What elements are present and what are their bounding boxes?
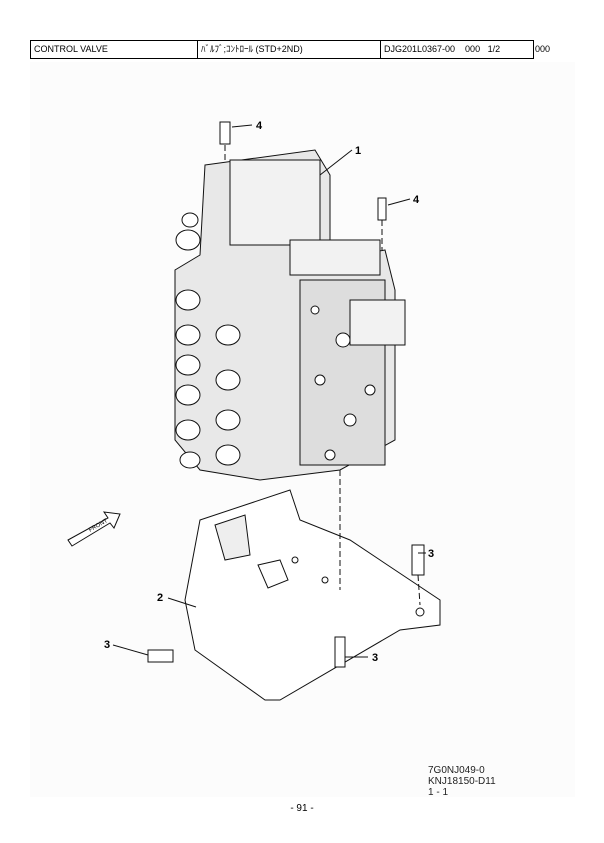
page-number: - 91 - — [290, 803, 314, 814]
drawing-reference: 7G0NJ049-0 KNJ18150-D11 1 - 1 — [428, 765, 496, 798]
part-name-jp: ﾊﾞﾙﾌﾞ;ｺﾝﾄﾛｰﾙ (STD+2ND) — [198, 41, 381, 58]
control-valve-assembly — [174, 121, 406, 481]
part-name-en: CONTROL VALVE — [31, 41, 198, 58]
callout-3c: 3 — [372, 652, 378, 664]
callout-3a: 3 — [428, 548, 434, 560]
ref-line: 7G0NJ049-0 — [428, 765, 485, 776]
part-code: DJG201L0367-00 000 1/2 — [384, 44, 501, 54]
callout-1: 1 — [355, 145, 361, 157]
bracket — [184, 489, 441, 701]
callout-4a: 4 — [256, 120, 263, 132]
callout-3b: 3 — [104, 639, 110, 651]
ref-line: 1 - 1 — [428, 787, 449, 798]
callout-4b: 4 — [413, 194, 420, 206]
callout-2: 2 — [157, 592, 163, 604]
title-block: CONTROL VALVE ﾊﾞﾙﾌﾞ;ｺﾝﾄﾛｰﾙ (STD+2ND) DJG… — [30, 40, 534, 59]
leader-lines — [112, 124, 426, 658]
header-extra: 000 — [535, 44, 551, 54]
center-lines — [224, 145, 421, 606]
ref-line: KNJ18150-D11 — [428, 776, 496, 787]
front-arrow: FRONT — [67, 511, 121, 547]
